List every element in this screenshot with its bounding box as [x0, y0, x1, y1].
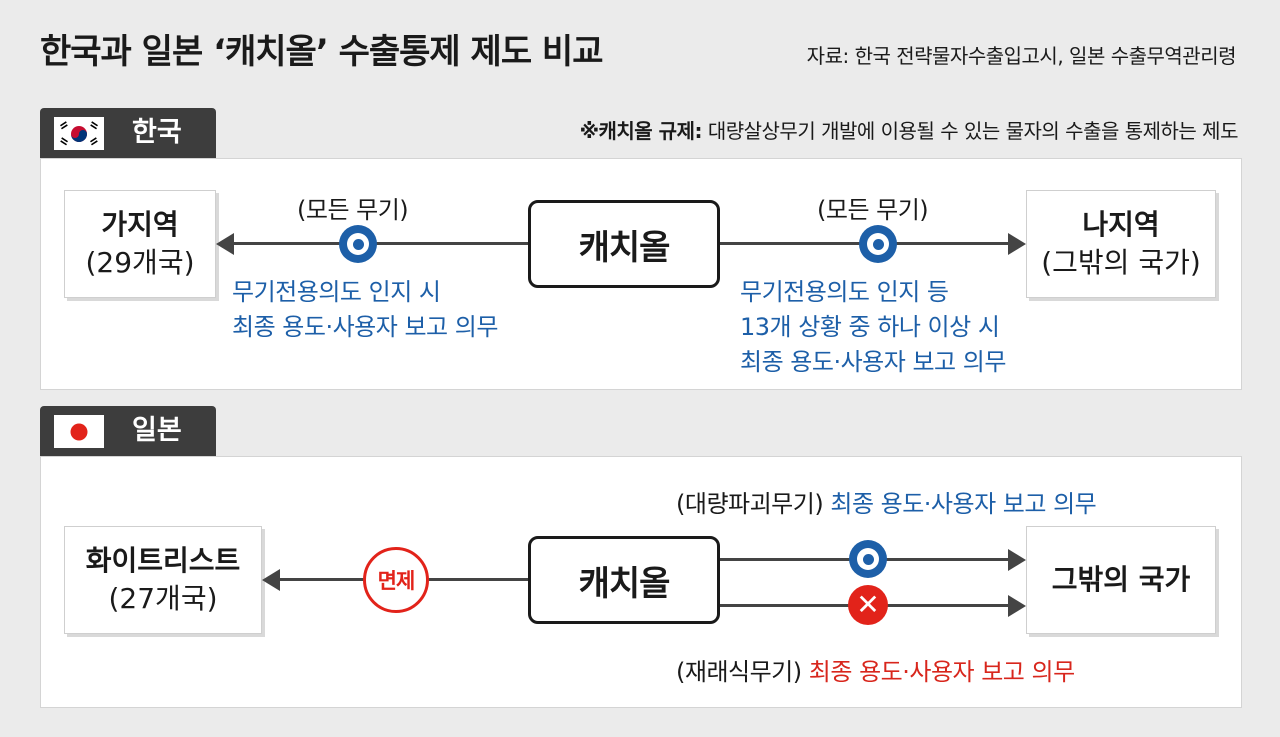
japan-top-obligation: 최종 용도·사용자 보고 의무	[830, 490, 1097, 518]
japan-catch-all-box: 캐치올	[528, 536, 720, 624]
japan-left-node-name: 화이트리스트	[85, 544, 241, 577]
korea-left-node-count: (29개국)	[85, 246, 195, 279]
korea-left-condition: 무기전용의도 인지 시 최종 용도·사용자 보고 의무	[232, 275, 498, 345]
japan-left-arrowhead	[262, 569, 280, 591]
japan-tab: 일본	[40, 406, 216, 456]
korea-left-node-name: 가지역	[101, 208, 179, 241]
korea-right-arrowhead	[1008, 233, 1026, 255]
japan-right-node-name: 그밖의 국가	[1051, 563, 1191, 596]
japan-left-node-count: (27개국)	[108, 582, 218, 615]
japan-top-label: (대량파괴무기) 최종 용도·사용자 보고 의무	[676, 484, 1097, 519]
korea-left-line	[234, 242, 530, 245]
note-text: 대량살상무기 개발에 이용될 수 있는 물자의 수출을 통제하는 제도	[707, 119, 1239, 143]
korea-catch-all-label: 캐치올	[578, 227, 671, 268]
japan-top-arrowhead	[1008, 549, 1026, 571]
japan-left-node: 화이트리스트 (27개국)	[64, 526, 262, 634]
korea-tab-label: 한국	[132, 117, 182, 148]
japan-bottom-label: (재래식무기) 최종 용도·사용자 보고 의무	[676, 652, 1075, 687]
korea-right-node-name: 나지역	[1082, 208, 1160, 241]
korea-right-node-sub: (그밖의 국가)	[1041, 246, 1201, 279]
korea-right-circle-icon	[859, 225, 897, 263]
japan-catch-all-label: 캐치올	[578, 563, 671, 604]
korea-left-circle-icon	[339, 225, 377, 263]
japan-tab-label: 일본	[132, 415, 182, 446]
korea-left-condition-line: 무기전용의도 인지 시	[232, 278, 441, 306]
korea-right-condition-line: 무기전용의도 인지 등	[740, 278, 949, 306]
japan-bottom-arrowhead	[1008, 595, 1026, 617]
page-title: 한국과 일본 ‘캐치올’ 수출통제 제도 비교	[40, 32, 603, 72]
korea-left-weapon-label: (모든 무기)	[297, 196, 409, 224]
exempt-badge: 면제	[363, 547, 429, 613]
korea-right-condition-line: 최종 용도·사용자 보고 의무	[740, 348, 1006, 376]
japan-top-category: (대량파괴무기)	[676, 490, 824, 518]
japan-right-node: 그밖의 국가	[1026, 526, 1216, 634]
japan-bottom-obligation: 최종 용도·사용자 보고 의무	[808, 658, 1075, 686]
korea-catch-all-box: 캐치올	[528, 200, 720, 288]
japan-top-circle-icon	[849, 540, 887, 578]
catch-all-note: ※캐치올 규제: 대량살상무기 개발에 이용될 수 있는 물자의 수출을 통제하…	[579, 115, 1239, 144]
exempt-label: 면제	[377, 569, 416, 593]
korea-right-condition-line: 13개 상황 중 하나 이상 시	[740, 313, 1000, 341]
source-text: 자료: 한국 전략물자수출입고시, 일본 수출무역관리령	[806, 44, 1237, 68]
japan-flag-icon	[54, 415, 104, 448]
korea-left-condition-line: 최종 용도·사용자 보고 의무	[232, 313, 498, 341]
japan-bottom-category: (재래식무기)	[676, 658, 802, 686]
korea-tab: 한국	[40, 108, 216, 158]
korea-right-condition: 무기전용의도 인지 등 13개 상황 중 하나 이상 시 최종 용도·사용자 보…	[740, 275, 1006, 380]
korea-right-weapon-label: (모든 무기)	[817, 196, 929, 224]
korea-left-node: 가지역 (29개국)	[64, 190, 216, 298]
korea-left-arrowhead	[216, 233, 234, 255]
korea-right-node: 나지역 (그밖의 국가)	[1026, 190, 1216, 298]
japan-bottom-x-icon: ✕	[848, 585, 888, 625]
note-label: ※캐치올 규제:	[579, 119, 703, 143]
korea-flag-icon	[54, 117, 104, 150]
